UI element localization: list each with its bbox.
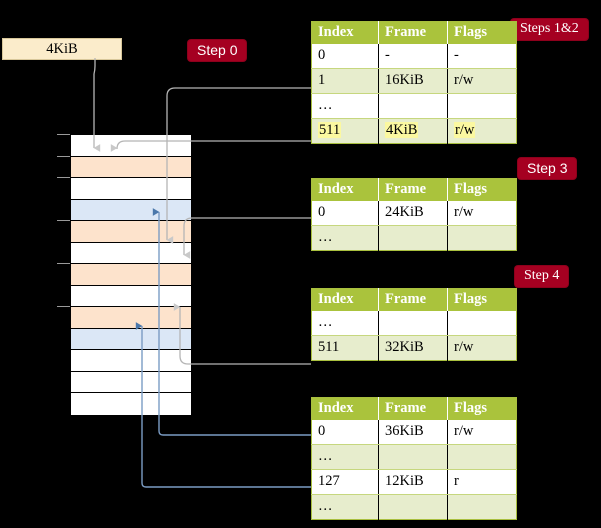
table-cell-frame: 12KiB	[378, 469, 448, 495]
table-cell-index: 0	[311, 200, 379, 226]
table-cell-frame: 32KiB	[378, 335, 448, 360]
column-header-index: Index	[311, 178, 379, 201]
table-cell-index: 0	[311, 43, 379, 69]
table-cell-index: …	[311, 444, 379, 470]
column-header-flags: Flags	[447, 288, 517, 311]
column-header-frame: Frame	[378, 397, 448, 420]
table-cell-index: …	[311, 310, 379, 336]
table-cell-flags: r	[447, 469, 517, 495]
table-cell-flags	[447, 444, 517, 470]
physical-memory-column	[70, 134, 191, 415]
column-header-index: Index	[311, 21, 379, 44]
table-cell-frame	[378, 444, 448, 470]
column-header-flags: Flags	[447, 178, 517, 201]
table-row: …	[311, 93, 517, 119]
table-cell-frame	[378, 93, 448, 119]
table-cell-flags: r/w	[447, 200, 517, 226]
table-row: …	[311, 444, 517, 470]
memory-frame-row	[71, 328, 191, 350]
table-cell-flags	[447, 310, 517, 336]
table-cell-frame: -	[378, 43, 448, 69]
frame-tick-mark	[57, 155, 70, 157]
table-cell-flags	[447, 225, 517, 250]
table-cell-flags	[447, 93, 517, 119]
table-cell-frame	[378, 225, 448, 250]
table-cell-frame: 4KiB	[378, 118, 448, 143]
memory-frame-row	[71, 221, 191, 243]
table-cell-frame: 36KiB	[378, 419, 448, 445]
source-frame-label: 4KiB	[46, 41, 78, 57]
table-cell-flags: r/w	[447, 335, 517, 360]
frame-tick-mark	[57, 177, 70, 178]
column-header-frame: Frame	[378, 21, 448, 44]
highlighted-value: 511	[318, 121, 342, 138]
memory-frame-row	[71, 199, 191, 221]
table-cell-index: …	[311, 93, 379, 119]
wire-l2-32kib	[173, 303, 311, 365]
column-header-flags: Flags	[447, 397, 517, 420]
table-row: 0--	[311, 43, 517, 69]
memory-frame-row	[71, 307, 191, 329]
source-frame-box: 4KiB	[2, 38, 122, 60]
column-header-frame: Frame	[378, 288, 448, 311]
frame-tick-mark	[57, 306, 70, 307]
table-cell-index: 511	[311, 118, 379, 143]
memory-frame-row	[71, 350, 191, 372]
table-cell-frame	[378, 494, 448, 519]
memory-frame-row	[71, 178, 191, 200]
table-row: …	[311, 310, 517, 336]
table-row: …	[311, 225, 517, 250]
memory-frame-row	[71, 135, 191, 157]
memory-frame-row	[71, 242, 191, 264]
table-cell-index: 511	[311, 335, 379, 360]
table-row: 511 4KiB r/w	[311, 118, 517, 143]
column-header-flags: Flags	[447, 21, 517, 44]
memory-frame-row	[71, 156, 191, 178]
table-cell-index: 127	[311, 469, 379, 495]
table-row: …	[311, 494, 517, 519]
wire-l3-24kib	[183, 217, 311, 259]
highlighted-value: 4KiB	[385, 121, 419, 138]
table-cell-flags: r/w	[447, 419, 517, 445]
memory-frame-row	[71, 393, 191, 415]
table-cell-flags	[447, 494, 517, 519]
table-cell-index: …	[311, 225, 379, 250]
column-header-index: Index	[311, 397, 379, 420]
table-cell-flags: r/w	[447, 118, 517, 143]
step-badge-step4: Step 4	[515, 266, 569, 288]
column-header-frame: Frame	[378, 178, 448, 201]
table-cell-index: 0	[311, 419, 379, 445]
table-cell-frame: 16KiB	[378, 68, 448, 94]
table-cell-frame	[378, 310, 448, 336]
frame-tick-mark	[57, 134, 70, 135]
highlighted-value: r/w	[454, 121, 476, 138]
memory-frame-row	[71, 285, 191, 307]
table-cell-flags: -	[447, 43, 517, 69]
memory-frame-row	[71, 371, 191, 393]
step-badge-step3: Step 3	[518, 158, 577, 180]
table-cell-flags: r/w	[447, 68, 517, 94]
frame-tick-mark	[57, 220, 70, 221]
step-badge-steps12: Steps 1&2	[511, 19, 588, 41]
column-header-index: Index	[311, 288, 379, 311]
step-badge-step0: Step 0	[188, 40, 247, 62]
table-cell-index: 1	[311, 68, 379, 94]
frame-tick-mark	[57, 263, 70, 264]
table-cell-frame: 24KiB	[378, 200, 448, 226]
memory-frame-row	[71, 264, 191, 286]
table-cell-index: …	[311, 494, 379, 519]
